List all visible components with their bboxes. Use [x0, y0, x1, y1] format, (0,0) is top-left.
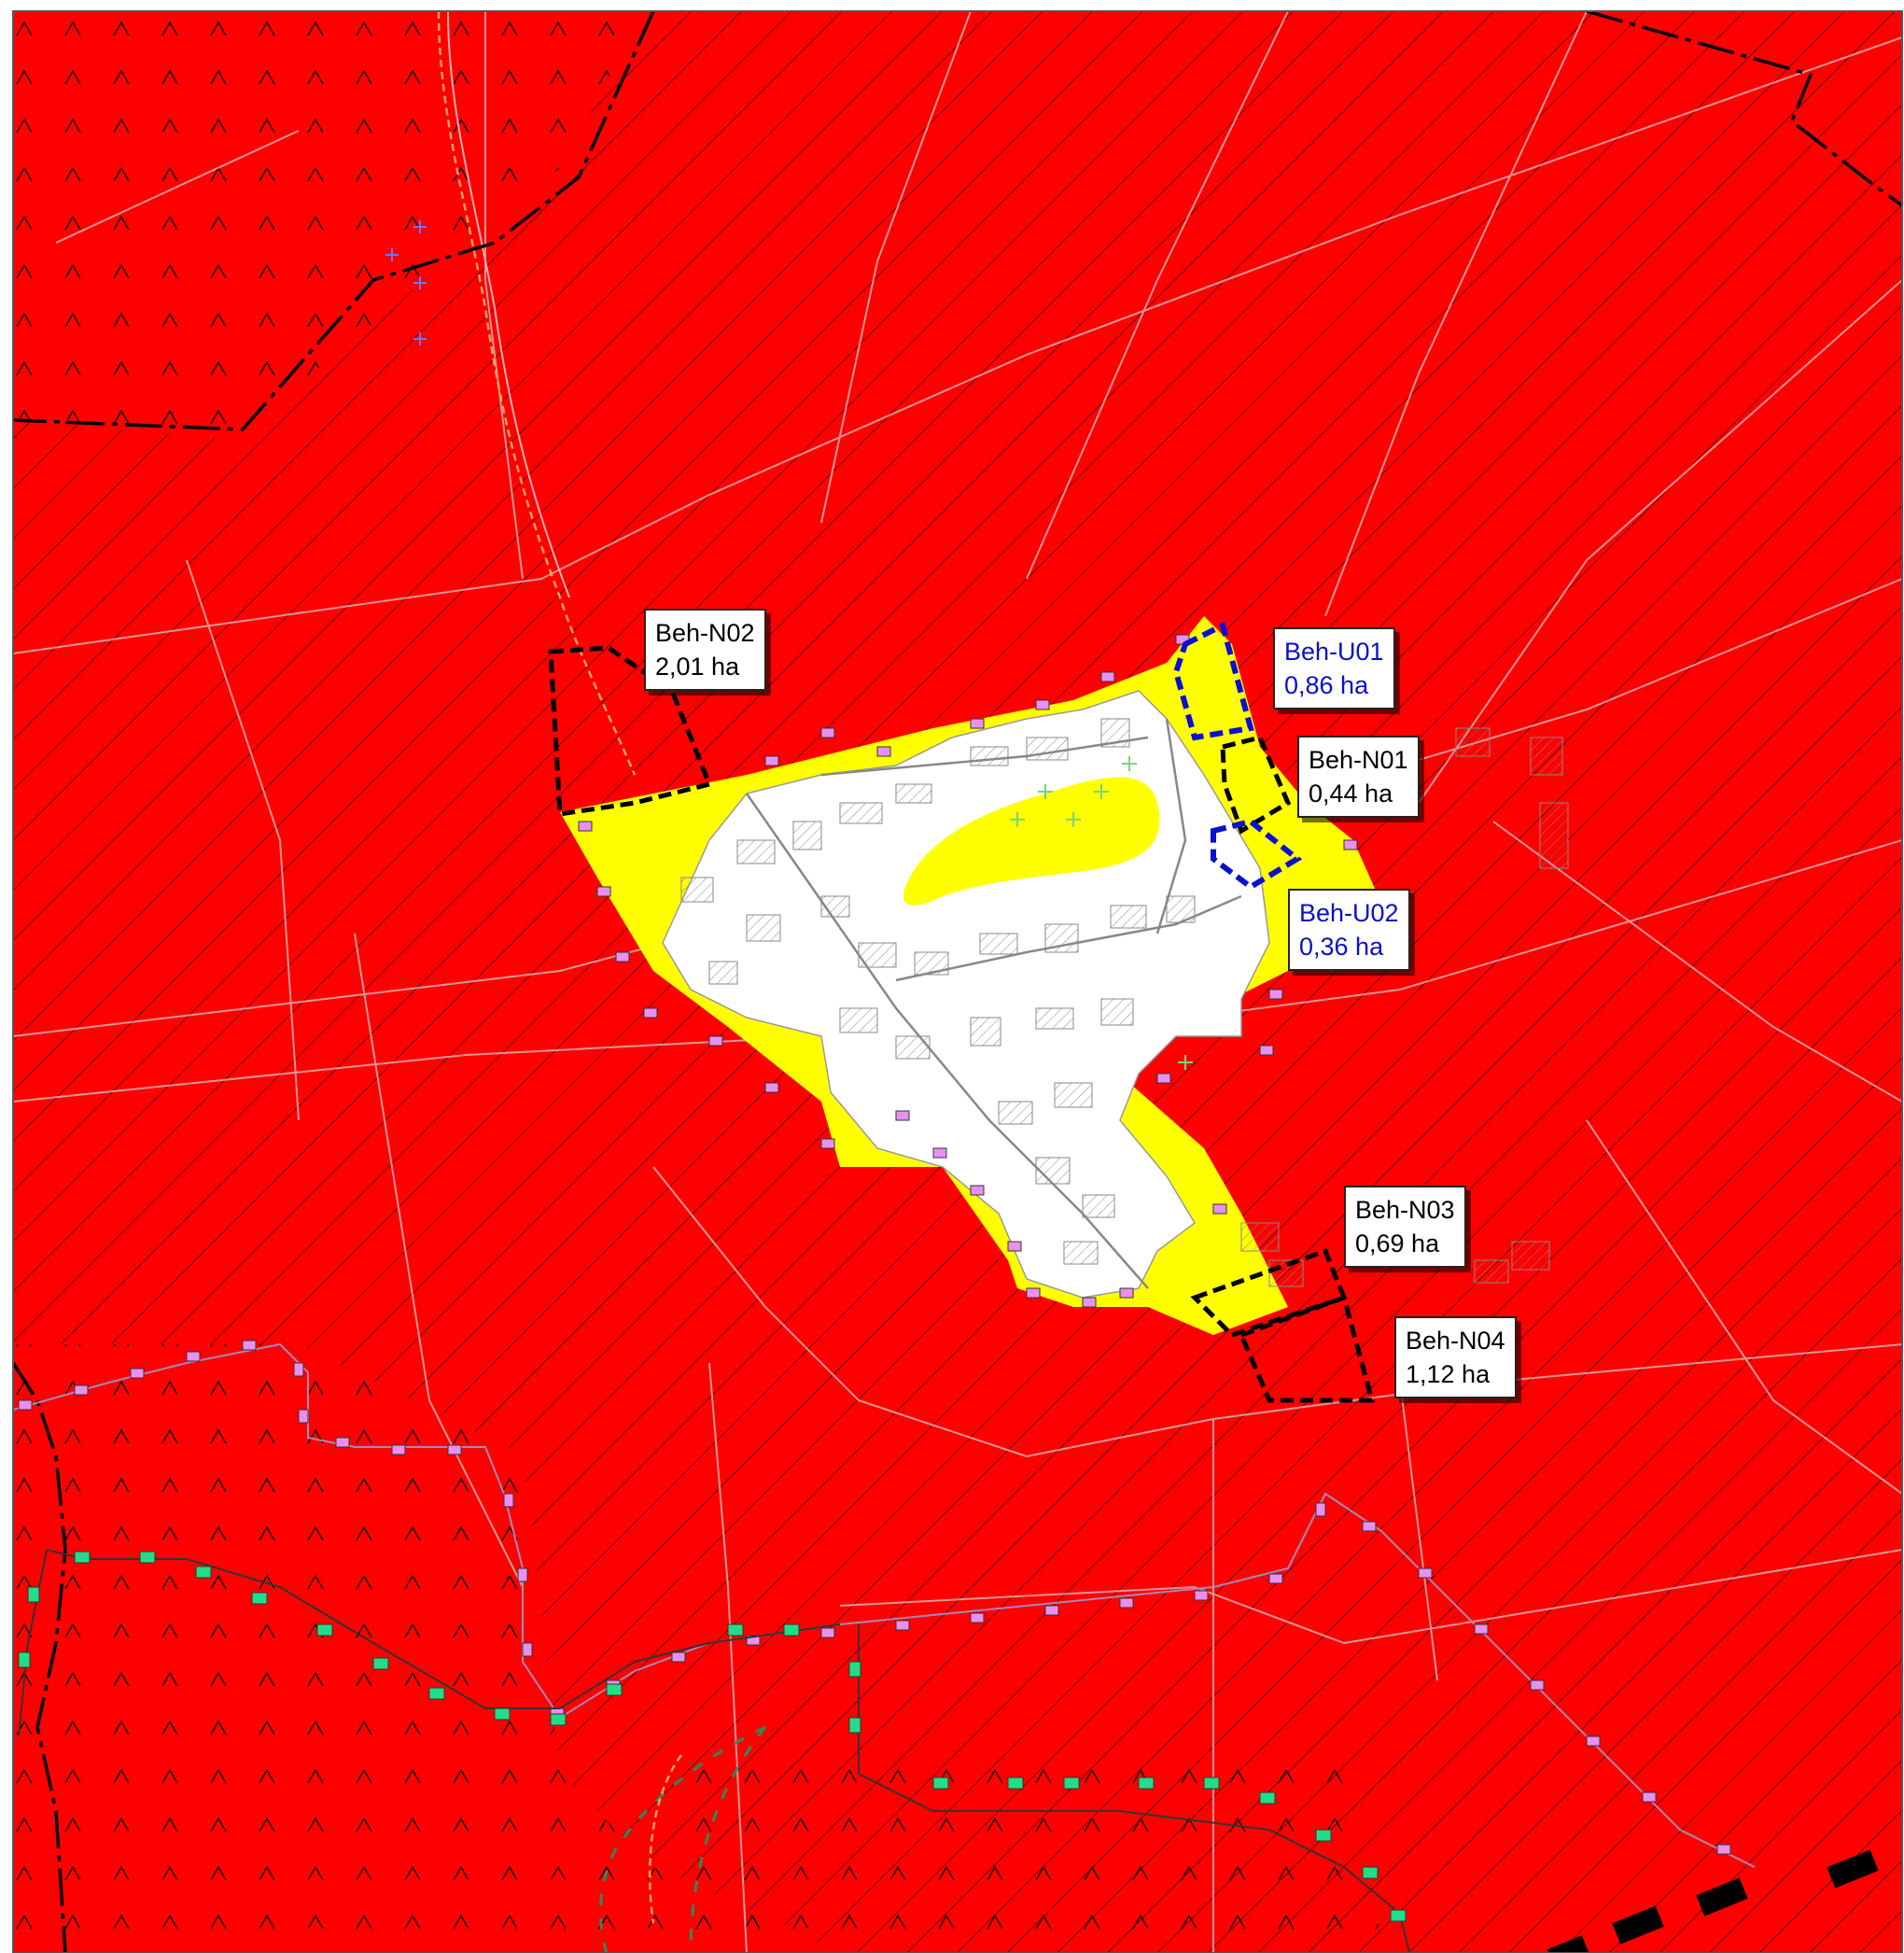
label-beh-n02-area: 2,01 ha — [655, 653, 740, 681]
parcel-lines — [13, 11, 1902, 1953]
label-beh-n04-area: 1,12 ha — [1406, 1360, 1491, 1388]
border-bars — [1547, 1849, 1879, 1953]
label-beh-n03-name: Beh-N03 — [1355, 1196, 1455, 1224]
buildings — [680, 718, 1569, 1287]
label-beh-u02-name: Beh-U02 — [1299, 899, 1399, 927]
blue-markers — [385, 220, 427, 345]
violet-boundary — [13, 1342, 1756, 1868]
green-boundary — [18, 1549, 1410, 1953]
tree-markers — [1010, 756, 1193, 1070]
violet-ticks — [18, 1340, 1731, 1855]
label-beh-n01-name: Beh-N01 — [1309, 746, 1408, 774]
label-beh-u01-area: 0,86 ha — [1284, 671, 1369, 699]
green-ticks — [18, 1551, 1407, 1922]
caret-pattern-southwest — [13, 1344, 840, 1953]
label-beh-u01-name: Beh-U01 — [1284, 638, 1384, 666]
settlement-ticks — [578, 634, 1395, 1308]
stream-road — [437, 11, 637, 776]
admin-boundaries — [13, 11, 1902, 1953]
changed-area-outlines — [1172, 621, 1303, 891]
label-beh-u02: Beh-U02 0,36 ha — [1288, 889, 1410, 971]
area-beh-u02 — [1211, 818, 1303, 891]
label-beh-n03: Beh-N03 0,69 ha — [1344, 1186, 1466, 1268]
forest-path — [599, 1725, 767, 1953]
label-beh-n02: Beh-N02 2,01 ha — [644, 609, 766, 691]
new-area-outlines — [548, 645, 1376, 1403]
caret-pattern-south — [672, 1736, 1381, 1953]
label-beh-n02-name: Beh-N02 — [655, 619, 755, 647]
label-beh-n03-area: 0,69 ha — [1355, 1229, 1440, 1258]
label-beh-n01: Beh-N01 0,44 ha — [1297, 736, 1420, 818]
label-beh-u02-area: 0,36 ha — [1299, 933, 1384, 961]
inner-green-patch — [903, 777, 1160, 906]
label-beh-n04: Beh-N04 1,12 ha — [1394, 1316, 1517, 1398]
label-beh-u01: Beh-U01 0,86 ha — [1273, 627, 1395, 710]
label-beh-n04-name: Beh-N04 — [1406, 1327, 1505, 1355]
label-beh-n01-area: 0,44 ha — [1309, 780, 1393, 808]
area-beh-n04 — [1238, 1294, 1376, 1403]
settlement-roads — [745, 718, 1242, 1289]
area-beh-u01 — [1172, 621, 1254, 741]
area-beh-n01 — [1220, 735, 1292, 835]
